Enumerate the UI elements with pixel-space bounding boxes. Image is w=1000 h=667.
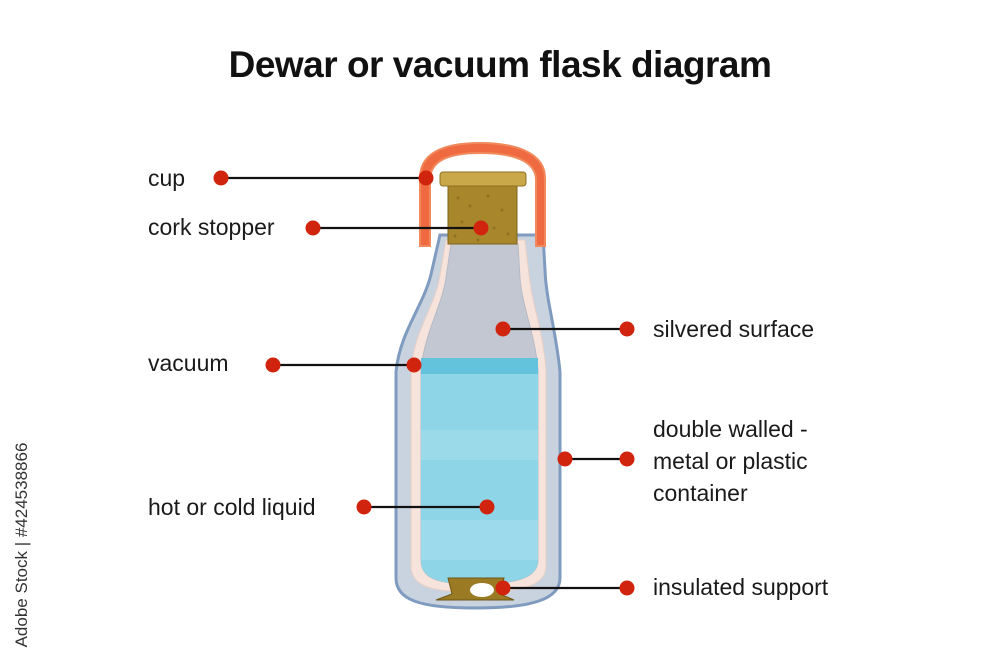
diagram-title: Dewar or vacuum flask diagram	[228, 44, 772, 85]
label-silvered-surface: silvered surface	[653, 316, 815, 342]
marker-cup-left	[213, 170, 229, 186]
marker-liquid-right	[479, 499, 495, 515]
marker-vacuum-right	[406, 357, 422, 373]
leader-lines	[221, 176, 627, 590]
marker-support-left	[495, 580, 511, 596]
label-hot-or-cold-liquid: hot or cold liquid	[148, 494, 316, 520]
marker-wall-left	[557, 451, 573, 467]
marker-silvered-left	[495, 321, 511, 337]
marker-liquid-left	[356, 499, 372, 515]
cup	[419, 141, 546, 247]
marker-wall-right	[619, 451, 635, 467]
label-double-walled: double walled - metal or plastic contain…	[653, 416, 808, 506]
label-cork-stopper: cork stopper	[148, 214, 275, 240]
marker-vacuum-left	[265, 357, 281, 373]
marker-silvered-right	[619, 321, 635, 337]
marker-cork-right	[473, 220, 489, 236]
marker-support-right	[619, 580, 635, 596]
marker-cork-left	[305, 220, 321, 236]
label-cup: cup	[148, 165, 186, 191]
label-vacuum: vacuum	[148, 350, 229, 376]
stock-watermark: Adobe Stock | #424538866	[12, 442, 31, 648]
label-insulated-support: insulated support	[653, 574, 829, 600]
marker-cup-right	[418, 170, 434, 186]
